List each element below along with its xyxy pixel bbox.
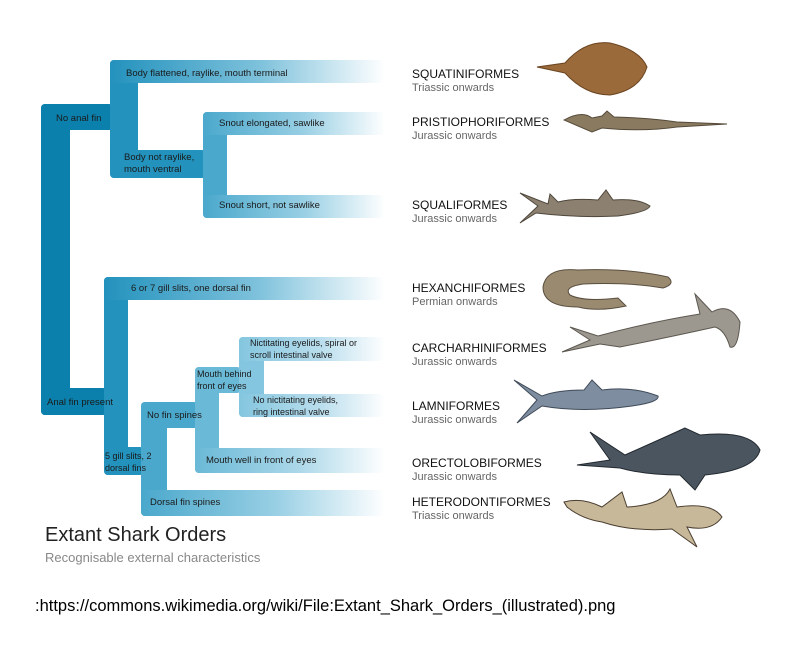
branch-anal-fin-present <box>104 277 128 475</box>
bar-no-nictitating <box>239 394 385 417</box>
order-name: PRISTIOPHORIFORMES <box>412 115 550 129</box>
order-period: Jurassic onwards <box>412 414 497 426</box>
bar-mouth-front <box>195 448 385 473</box>
order-name: SQUALIFORMES <box>412 198 508 212</box>
bar-snout-elongated <box>203 112 385 135</box>
bar-body-flattened <box>110 60 385 83</box>
node-5-gill-slits <box>104 447 144 475</box>
node-no-fin-spines <box>141 402 198 428</box>
label-anal-fin-present: Anal fin present <box>47 397 114 408</box>
mako-shark-icon <box>513 379 659 424</box>
order-period: Triassic onwards <box>412 82 495 94</box>
label-nictitating: Nictitating eyelids, spiral or scroll in… <box>250 338 358 360</box>
root-trunk <box>41 104 70 415</box>
label-body-not-raylike: Body not raylike, mouth ventral <box>124 152 195 175</box>
label-6-7-gill-slits: 6 or 7 gill slits, one dorsal fin <box>131 283 251 294</box>
label-body-flattened: Body flattened, raylike, mouth terminal <box>126 68 288 79</box>
bar-snout-short <box>203 195 385 218</box>
order-name: HETERODONTIFORMES <box>412 495 551 509</box>
angel-shark-icon <box>536 42 648 96</box>
label-no-nictitating: No nictitating eyelids, ring intestinal … <box>253 395 339 417</box>
order-period: Jurassic onwards <box>412 356 497 368</box>
bar-6-7-gill-slits <box>104 277 385 300</box>
diagram-subtitle: Recognisable external characteristics <box>45 550 261 565</box>
order-period: Jurassic onwards <box>412 213 497 225</box>
order-name: LAMNIFORMES <box>412 399 501 413</box>
hammerhead-shark-icon <box>561 292 741 353</box>
label-mouth-front: Mouth well in front of eyes <box>206 455 317 466</box>
frilled-shark-icon <box>542 269 672 310</box>
label-mouth-behind: Mouth behind front of eyes <box>197 369 252 391</box>
bar-dorsal-fin-spines <box>141 490 385 516</box>
horn-shark-icon <box>563 487 723 548</box>
node-no-anal-fin <box>41 104 113 130</box>
diagram-title: Extant Shark Orders <box>45 524 227 546</box>
label-dorsal-fin-spines: Dorsal fin spines <box>150 497 221 508</box>
source-link[interactable]: :https://commons.wikimedia.org/wiki/File… <box>35 597 616 615</box>
order-name: HEXANCHIFORMES <box>412 281 526 295</box>
whale-shark-icon <box>576 427 761 491</box>
label-5-gill-slits: 5 gill slits, 2 dorsal fins <box>105 451 152 473</box>
order-name: SQUATINIFORMES <box>412 67 520 81</box>
order-period: Jurassic onwards <box>412 471 497 483</box>
label-no-fin-spines: No fin spines <box>147 410 202 421</box>
node-body-not-raylike <box>110 150 206 178</box>
order-period: Triassic onwards <box>412 510 495 522</box>
label-snout-short: Snout short, not sawlike <box>219 200 320 211</box>
order-name: ORECTOLOBIFORMES <box>412 456 542 470</box>
bar-nictitating <box>239 337 385 361</box>
label-no-anal-fin: No anal fin <box>56 113 102 124</box>
node-anal-fin-present <box>41 388 107 415</box>
node-mouth-behind <box>195 367 241 393</box>
order-period: Jurassic onwards <box>412 130 497 142</box>
label-snout-elongated: Snout elongated, sawlike <box>219 118 325 129</box>
order-period: Permian onwards <box>412 296 498 308</box>
dogfish-shark-icon <box>519 189 651 224</box>
order-name: CARCHARHINIFORMES <box>412 341 547 355</box>
sawshark-icon <box>562 110 728 133</box>
